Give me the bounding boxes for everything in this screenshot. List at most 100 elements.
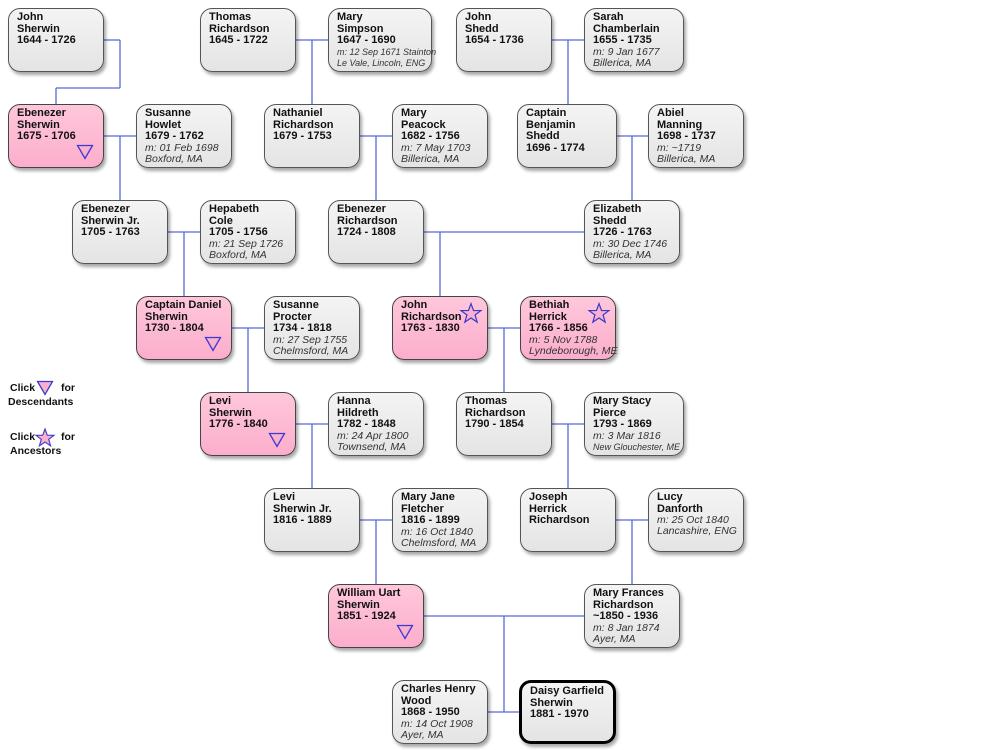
person-name: Ebenezer Sherwin 1675 - 1706	[17, 107, 76, 142]
marriage-place: Ayer, MA	[593, 632, 636, 645]
ancestors-star-icon[interactable]	[587, 301, 611, 324]
legend-descendants-label: Descendants	[8, 396, 74, 408]
marriage-date: m: 30 Dec 1746	[593, 237, 668, 250]
marriage-date: m: 5 Nov 1788	[529, 333, 598, 346]
marriage-date: m: 27 Sep 1755	[273, 333, 348, 346]
person-name: Ebenezer Sherwin Jr. 1705 - 1763	[81, 203, 140, 238]
person-box-ebenezer-sherwin[interactable]: Ebenezer Sherwin 1675 - 1706	[8, 104, 104, 168]
person-name: Charles Henry Wood 1868 - 1950	[401, 683, 476, 718]
person-name: Thomas Richardson 1790 - 1854	[465, 395, 526, 430]
person-name: Mary Peacock 1682 - 1756	[401, 107, 460, 142]
person-name: Ebenezer Richardson 1724 - 1808	[337, 203, 398, 238]
person-name: Nathaniel Richardson 1679 - 1753	[273, 107, 334, 142]
descendants-triangle-icon[interactable]	[268, 432, 286, 448]
person-box-joseph-herrick-richardson[interactable]: Joseph Herrick Richardson	[520, 488, 616, 552]
person-box-william-uart-sherwin[interactable]: William Uart Sherwin 1851 - 1924	[328, 584, 424, 648]
person-name: Levi Sherwin Jr. 1816 - 1889	[273, 491, 332, 526]
legend-click-label: Click	[10, 431, 36, 443]
legend-ancestors: Click for Ancestors	[8, 427, 88, 457]
marriage-place: Lyndeborough, ME	[529, 344, 618, 357]
person-name: Mary Stacy Pierce 1793 - 1869	[593, 395, 652, 430]
person-box-levi-sherwin[interactable]: Levi Sherwin 1776 - 1840	[200, 392, 296, 456]
person-name: Mary Jane Fletcher 1816 - 1899	[401, 491, 460, 526]
person-box-john-shedd[interactable]: John Shedd 1654 - 1736	[456, 8, 552, 72]
marriage-place: Townsend, MA	[337, 440, 407, 453]
person-name: Abiel Manning 1698 - 1737	[657, 107, 716, 142]
marriage-place: Chelmsford, MA	[273, 344, 349, 357]
legend-descendants: Click for Descendants	[8, 380, 88, 408]
legend-for-label: for	[61, 382, 75, 394]
marriage-place: Chelmsford, MA	[401, 536, 477, 549]
person-box-ebenezer-sherwin-jr[interactable]: Ebenezer Sherwin Jr. 1705 - 1763	[72, 200, 168, 264]
person-name: Daisy Garfield Sherwin 1881 - 1970	[530, 685, 604, 720]
ancestors-star-icon[interactable]	[459, 301, 483, 324]
descendants-triangle-icon[interactable]	[396, 624, 414, 640]
person-name: Captain Benjamin Shedd 1696 - 1774	[526, 107, 585, 154]
person-box-john-sherwin[interactable]: John Sherwin 1644 - 1726	[8, 8, 104, 72]
person-box-nathaniel-richardson[interactable]: Nathaniel Richardson 1679 - 1753	[264, 104, 360, 168]
marriage-date: m: 9 Jan 1677	[593, 45, 660, 58]
person-name: Elizabeth Shedd 1726 - 1763	[593, 203, 652, 238]
marriage-date: m: 8 Jan 1874	[593, 621, 660, 634]
marriage-place: Billerica, MA	[593, 248, 652, 261]
marriage-place: Boxford, MA	[145, 152, 203, 165]
legend: Click for Descendants Click for Ancestor…	[8, 380, 88, 457]
person-box-ebenezer-richardson[interactable]: Ebenezer Richardson 1724 - 1808	[328, 200, 424, 264]
person-name: Susanne Procter 1734 - 1818	[273, 299, 332, 334]
marriage-date: m: 24 Apr 1800	[337, 429, 409, 442]
person-name: Thomas Richardson 1645 - 1722	[209, 11, 270, 46]
legend-click-label: Click	[10, 382, 36, 394]
person-name: Mary Frances Richardson ~1850 - 1936	[593, 587, 664, 622]
person-name: Susanne Howlet 1679 - 1762	[145, 107, 204, 142]
person-box-thomas-richardson-1790[interactable]: Thomas Richardson 1790 - 1854	[456, 392, 552, 456]
person-name: Hanna Hildreth 1782 - 1848	[337, 395, 396, 430]
triangle-icon	[36, 380, 54, 396]
person-name: Sarah Chamberlain 1655 - 1735	[593, 11, 660, 46]
marriage-place: Billerica, MA	[401, 152, 460, 165]
person-box-daisy-garfield-sherwin[interactable]: Daisy Garfield Sherwin 1881 - 1970	[519, 680, 616, 744]
star-icon	[34, 427, 56, 448]
person-name: John Sherwin 1644 - 1726	[17, 11, 76, 46]
descendants-triangle-icon[interactable]	[204, 336, 222, 352]
person-name: Hepabeth Cole 1705 - 1756	[209, 203, 268, 238]
marriage-date: m: 25 Oct 1840	[657, 514, 729, 526]
person-box-daniel-sherwin[interactable]: Captain Daniel Sherwin 1730 - 1804	[136, 296, 232, 360]
person-name: Mary Simpson 1647 - 1690	[337, 11, 396, 46]
marriage-date: m: 3 Mar 1816	[593, 429, 661, 442]
person-box-benjamin-shedd[interactable]: Captain Benjamin Shedd 1696 - 1774	[517, 104, 617, 168]
legend-for-label: for	[61, 431, 75, 443]
person-box-levi-sherwin-jr[interactable]: Levi Sherwin Jr. 1816 - 1889	[264, 488, 360, 552]
person-name: Lucy Danforth	[657, 491, 703, 515]
marriage-place: Le Vale, Lincoln, ENG	[337, 57, 426, 68]
person-name: John Richardson 1763 - 1830	[401, 299, 462, 334]
marriage-place: Billerica, MA	[593, 56, 652, 69]
marriage-date: m: 14 Oct 1908	[401, 717, 473, 730]
marriage-place: Lancashire, ENG	[657, 525, 737, 537]
marriage-date: m: 16 Oct 1840	[401, 525, 473, 538]
marriage-place: Boxford, MA	[209, 248, 267, 261]
person-name: William Uart Sherwin 1851 - 1924	[337, 587, 401, 622]
person-name: Bethiah Herrick 1766 - 1856	[529, 299, 588, 334]
person-box-thomas-richardson-1645[interactable]: Thomas Richardson 1645 - 1722	[200, 8, 296, 72]
person-name: Captain Daniel Sherwin 1730 - 1804	[145, 299, 222, 334]
person-name: John Shedd 1654 - 1736	[465, 11, 524, 46]
person-box-john-richardson[interactable]: John Richardson 1763 - 1830	[392, 296, 488, 360]
descendants-triangle-icon[interactable]	[76, 144, 94, 160]
marriage-place: New Glouchester, ME	[593, 441, 681, 452]
